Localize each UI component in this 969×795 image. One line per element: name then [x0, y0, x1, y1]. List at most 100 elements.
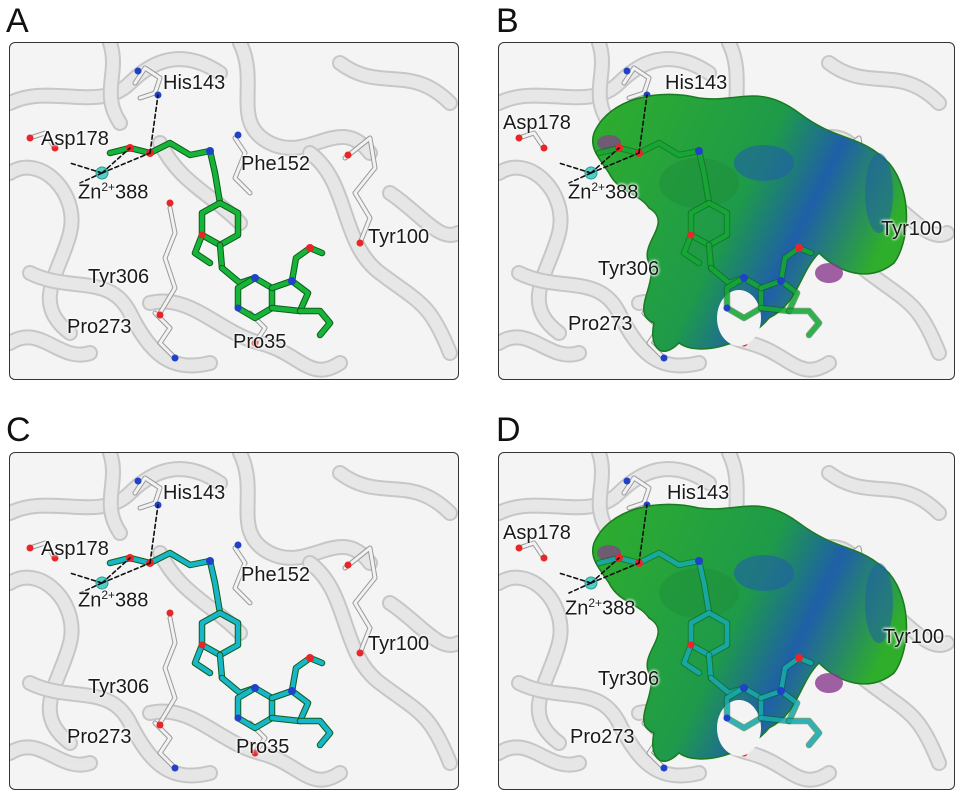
ligand-bond [297, 718, 333, 748]
ligand-nitrogen [695, 147, 703, 155]
label-tyr100-d: Tyr100 [883, 626, 945, 648]
ligand-bond [706, 652, 714, 681]
ribbon-fill [154, 137, 246, 229]
ligand-bond [217, 242, 225, 271]
ligand-oxygen [795, 244, 803, 252]
structure-render [10, 43, 458, 378]
atom-tip [166, 199, 174, 207]
atom-tip [26, 134, 34, 142]
label-pro35-a: Pro35 [233, 331, 287, 353]
label-tyr100-a: Tyr100 [368, 226, 430, 248]
ligand-bond [192, 232, 213, 266]
ribbon-fill [499, 53, 715, 109]
hbond-dash [101, 147, 131, 174]
ligand-oxygen [306, 654, 314, 662]
ligand-nitrogen [251, 684, 259, 692]
ribbon-fill [144, 705, 346, 786]
hbond-dash [558, 572, 592, 584]
residue-stick [28, 131, 57, 150]
hbond-dash [590, 147, 620, 174]
ribbon-fill [304, 147, 456, 359]
ligand-oxygen [687, 231, 695, 239]
surface-shade [734, 145, 794, 181]
label-tyr100-b: Tyr100 [881, 218, 943, 240]
atom-tip [251, 749, 259, 757]
ribbon-fill [499, 331, 585, 361]
label-his143-d: His143 [667, 482, 730, 504]
atom-tip [234, 541, 242, 549]
ribbon-fill [104, 453, 126, 539]
atom-tip [660, 764, 668, 772]
atom-tip [156, 311, 164, 319]
label-tyr306-b: Tyr306 [598, 258, 660, 280]
panel-letter-d: D [496, 411, 521, 449]
atom-tip [171, 354, 179, 362]
ribbon-fill [499, 571, 567, 749]
label-pro273-d: Pro273 [570, 726, 635, 748]
atom-tip [515, 544, 523, 552]
ligand-bond [207, 558, 223, 616]
atom-tip [171, 764, 179, 772]
ligand-nitrogen [740, 684, 748, 692]
label-asp178-c: Asp178 [41, 538, 109, 560]
hbond-dash [101, 152, 151, 174]
label-asp178-a: Asp178 [41, 128, 109, 150]
hbond-dash [638, 504, 648, 564]
ligand-nitrogen [723, 304, 731, 312]
ligand-bond [297, 308, 333, 338]
ribbon-fill [499, 463, 715, 519]
hbond-dash [590, 152, 640, 174]
structure-render [499, 453, 954, 788]
hbond-dash [69, 572, 103, 584]
residue-stick [517, 131, 546, 150]
panel-letter-b: B [496, 2, 519, 40]
ribbon-fill [513, 677, 705, 782]
ribbon-fill [234, 43, 376, 159]
ligand-oxygen [198, 231, 206, 239]
ribbon-fill [384, 597, 458, 651]
ligand-nitrogen [234, 714, 242, 722]
atom-tip [344, 151, 352, 159]
hbond-dash [568, 172, 592, 184]
residue-stick [622, 66, 651, 100]
ribbon-fill [10, 161, 78, 339]
ribbon-fill [10, 741, 96, 771]
ribbon-fill [593, 453, 615, 539]
surface-shade [865, 153, 893, 233]
ribbon-fill [104, 43, 126, 129]
ligand-nitrogen [234, 304, 242, 312]
ligand-bond [786, 308, 822, 338]
hydrogen-bonds [69, 504, 159, 594]
label-zn388-a: Zn2+388 [78, 180, 149, 204]
ligand-bond [289, 245, 325, 284]
ligand-nitrogen [206, 147, 214, 155]
hbond-dash [568, 582, 592, 594]
label-pro273-b: Pro273 [568, 313, 633, 335]
label-tyr306-c: Tyr306 [88, 676, 150, 698]
atom-tip [51, 554, 59, 562]
surface-shade [865, 563, 893, 643]
ligand-bond [696, 558, 712, 616]
ribbon-fill [334, 57, 456, 109]
residue-stick [233, 136, 252, 195]
surface-shade [734, 555, 794, 591]
label-his143-c: His143 [163, 482, 226, 504]
protein-ribbons [10, 453, 458, 788]
panel-letter-a: A [6, 2, 29, 40]
ribbon-fill [304, 557, 456, 769]
ligand-nitrogen [251, 274, 259, 282]
label-zn388-c: Zn2+388 [78, 588, 149, 612]
panel-letter-c: C [6, 411, 31, 449]
ribbon-fill [513, 267, 705, 372]
ligand-bond [696, 148, 712, 206]
ligand-bond [758, 688, 800, 724]
atom-tip [515, 134, 523, 142]
hbond-dash [149, 94, 159, 154]
ligand-oxygen [198, 641, 206, 649]
residue-stick [158, 616, 177, 725]
hbond-dash [101, 562, 151, 584]
hbond-dash [101, 557, 131, 584]
atom-tip [540, 144, 548, 152]
ribbon-fill [499, 161, 567, 339]
ribbon-fill [593, 43, 615, 129]
